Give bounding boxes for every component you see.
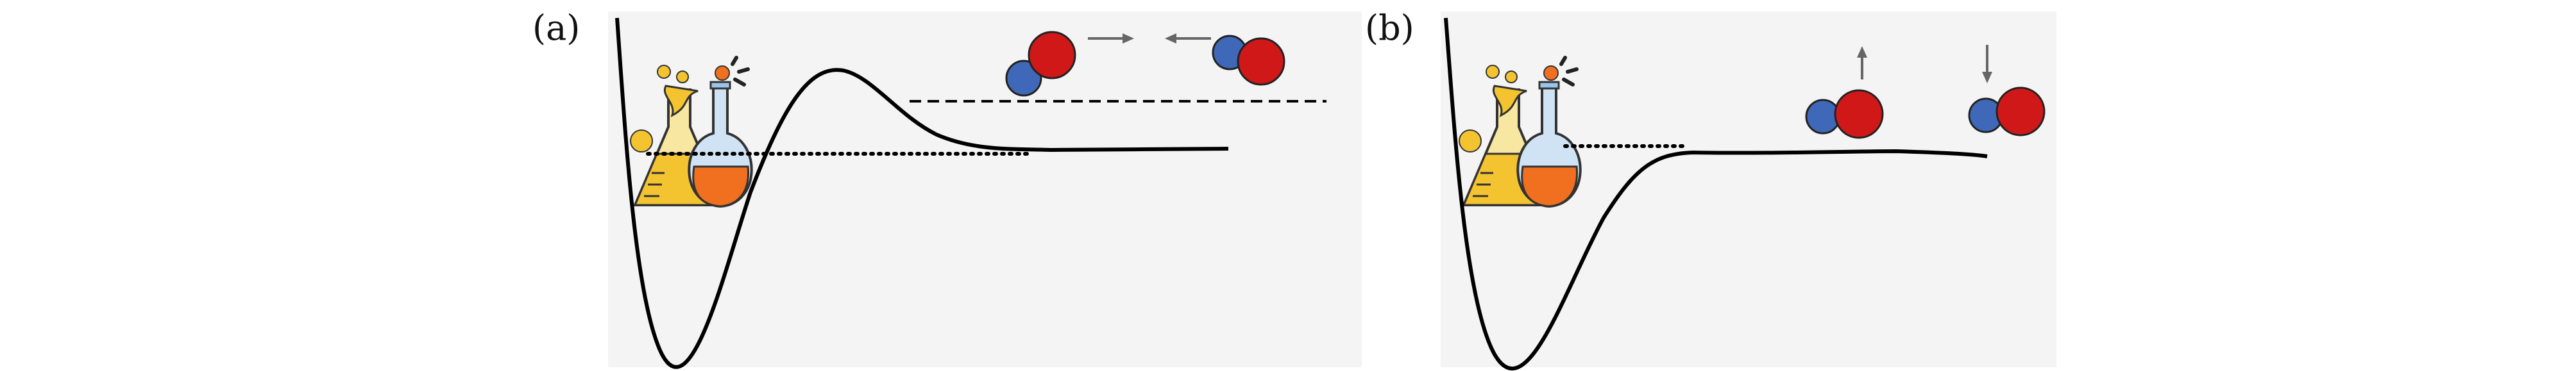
potential-curve	[1444, 17, 1988, 371]
potential-curve	[615, 17, 1229, 369]
diatomic-molecule-icon	[1968, 87, 2046, 136]
arrow-icon	[1088, 33, 1134, 44]
panel-b: (b)	[1365, 8, 2056, 371]
arrow-icon	[1857, 46, 1867, 79]
arrow-icon	[1982, 45, 1992, 83]
panel-a: (a)	[532, 8, 1362, 369]
diatomic-molecule-icon	[1005, 31, 1076, 97]
diatomic-molecule-icon	[1212, 35, 1285, 86]
diatomic-molecule-icon	[1805, 89, 1884, 139]
panel-b-label: (b)	[1365, 8, 1414, 48]
arrow-icon	[1165, 33, 1211, 44]
chemistry-flasks-icon	[630, 56, 753, 208]
panel-a-label: (a)	[532, 8, 580, 48]
chemistry-flasks-icon	[1459, 56, 1582, 208]
